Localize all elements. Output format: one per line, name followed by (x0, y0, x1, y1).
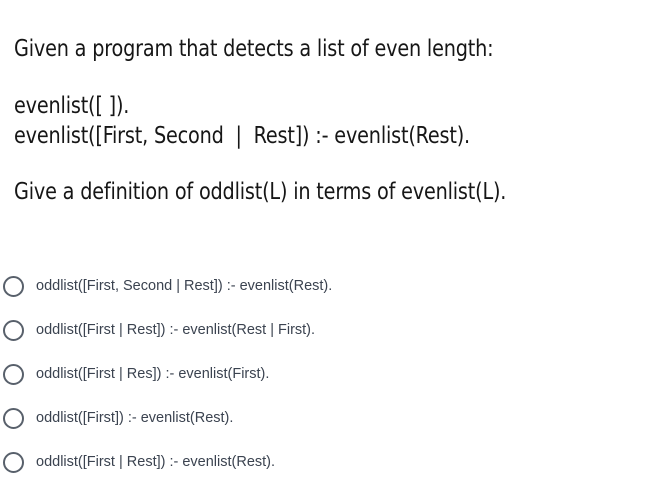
option-row-e[interactable]: oddlist([First | Rest]) :- evenlist(Rest… (0, 440, 664, 484)
code-line-2: evenlist([First, Second | Rest]) :- even… (14, 123, 470, 149)
question-stem: Given a program that detects a list of e… (14, 34, 654, 208)
radio-button-icon-a[interactable] (3, 275, 24, 297)
option-row-b[interactable]: oddlist([First | Rest]) :- evenlist(Rest… (0, 308, 664, 352)
option-label-c[interactable]: oddlist([First | Res]) :- evenlist(First… (36, 365, 270, 382)
spacer (14, 65, 654, 91)
radio-button-icon-d[interactable] (3, 407, 24, 429)
option-label-e[interactable]: oddlist([First | Rest]) :- evenlist(Rest… (36, 453, 276, 470)
code-line-1: evenlist([ ]). (14, 93, 130, 119)
question-prompt: Give a definition of oddlist(L) in terms… (14, 179, 507, 205)
option-row-d[interactable]: oddlist([First]) :- evenlist(Rest). (0, 396, 664, 440)
radio-button-icon-c[interactable] (3, 363, 24, 385)
option-label-a[interactable]: oddlist([First, Second | Rest]) :- evenl… (36, 277, 333, 294)
radio-button-icon-b[interactable] (3, 319, 24, 341)
given-program-code: evenlist([ ]). evenlist([First, Second |… (14, 91, 654, 151)
question-intro: Given a program that detects a list of e… (14, 36, 494, 62)
option-row-c[interactable]: oddlist([First | Res]) :- evenlist(First… (0, 352, 664, 396)
answer-options: oddlist([First, Second | Rest]) :- evenl… (0, 264, 664, 484)
radio-button-icon-e[interactable] (3, 451, 24, 473)
option-label-b[interactable]: oddlist([First | Rest]) :- evenlist(Rest… (36, 321, 316, 338)
spacer (14, 151, 654, 177)
option-label-d[interactable]: oddlist([First]) :- evenlist(Rest). (36, 409, 234, 426)
option-row-a[interactable]: oddlist([First, Second | Rest]) :- evenl… (0, 264, 664, 308)
